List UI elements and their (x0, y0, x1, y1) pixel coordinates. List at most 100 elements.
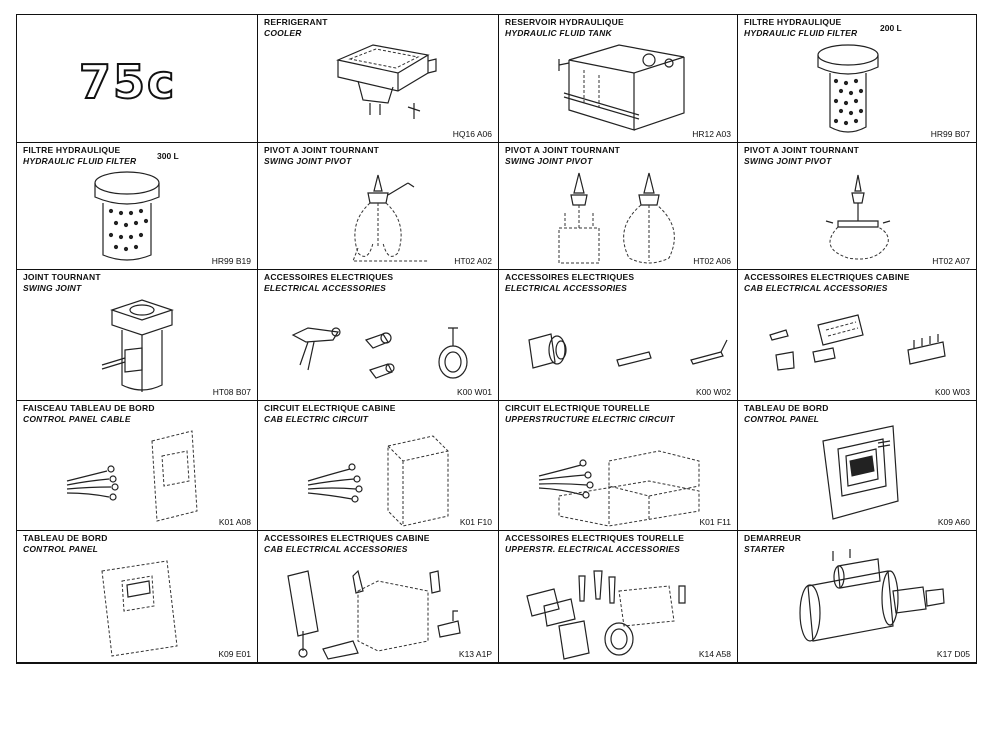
cell-title-en: CONTROL PANEL CABLE (23, 414, 131, 424)
cell-upper-electrical[interactable]: ACCESSOIRES ELECTRIQUES TOURELLE UPPERST… (499, 531, 738, 663)
cell-title-fr: PIVOT A JOINT TOURNANT (505, 145, 621, 155)
part-code: K09 E01 (218, 649, 251, 659)
cell-title-fr: TABLEAU DE BORD (23, 533, 108, 543)
filter-illustration (94, 171, 160, 261)
cell-title-fr: FILTRE HYDRAULIQUE (23, 145, 121, 155)
cell-title-en: CAB ELECTRICAL ACCESSORIES (744, 283, 888, 293)
cell-control-panel-1[interactable]: TABLEAU DE BORD CONTROL PANEL K09 A60 (738, 401, 976, 531)
model-logo: 75c (78, 54, 177, 110)
cell-cab-electrical-2[interactable]: ACCESSOIRES ELECTRIQUES CABINE CAB ELECT… (258, 531, 499, 663)
cell-title-en: CONTROL PANEL (744, 414, 820, 424)
cell-swing-joint[interactable]: JOINT TOURNANT SWING JOINT HT08 B07 (17, 270, 258, 401)
cell-filter-200[interactable]: FILTRE HYDRAULIQUE HYDRAULIC FLUID FILTE… (738, 15, 976, 143)
cab-circuit-illustration (307, 435, 449, 527)
filter-capacity: 300 L (157, 151, 179, 161)
part-code: HT02 A07 (932, 256, 970, 266)
cell-title-en: SWING JOINT PIVOT (264, 156, 352, 166)
part-code: K00 W01 (457, 387, 492, 397)
part-code: K01 F10 (459, 517, 492, 527)
cell-electrical-2[interactable]: ACCESSOIRES ELECTRIQUES ELECTRICAL ACCES… (499, 270, 738, 401)
filter-capacity: 200 L (880, 23, 902, 33)
part-code: K17 D05 (936, 649, 970, 659)
cell-title-en: CAB ELECTRICAL ACCESSORIES (264, 544, 408, 554)
cell-pivot-3[interactable]: PIVOT A JOINT TOURNANT SWING JOINT PIVOT… (738, 143, 976, 270)
part-code: K00 W03 (935, 387, 970, 397)
upper-circuit-illustration (538, 450, 700, 527)
starter-illustration (799, 549, 945, 642)
cell-title-fr: ACCESSOIRES ELECTRIQUES (264, 272, 394, 282)
part-code: K01 F11 (699, 517, 731, 527)
cell-title-fr: ACCESSOIRES ELECTRIQUES CABINE (744, 272, 910, 282)
electrical-accessories-illustration (528, 333, 728, 369)
cell-title-fr: REFRIGERANT (264, 17, 328, 27)
part-code: HT02 A06 (693, 256, 731, 266)
part-code: HR12 A03 (692, 129, 731, 139)
cell-pivot-2[interactable]: PIVOT A JOINT TOURNANT SWING JOINT PIVOT… (499, 143, 738, 270)
part-code: K09 A60 (937, 517, 970, 527)
cell-tank[interactable]: RESERVOIR HYDRAULIQUE HYDRAULIC FLUID TA… (499, 15, 738, 143)
cell-title-fr: FILTRE HYDRAULIQUE (744, 17, 842, 27)
cell-title-fr: ACCESSOIRES ELECTRIQUES (505, 272, 635, 282)
cell-title-fr: CIRCUIT ELECTRIQUE TOURELLE (505, 403, 651, 413)
cell-title-en: CAB ELECTRIC CIRCUIT (264, 414, 369, 424)
cell-logo: 75c (17, 15, 258, 143)
cell-control-panel-cable[interactable]: FAISCEAU TABLEAU DE BORD CONTROL PANEL C… (17, 401, 258, 531)
cell-upper-circuit[interactable]: CIRCUIT ELECTRIQUE TOURELLE UPPERSTRUCTU… (499, 401, 738, 531)
cell-cab-circuit[interactable]: CIRCUIT ELECTRIQUE CABINE CAB ELECTRIC C… (258, 401, 499, 531)
cab-electrical-illustration (769, 314, 946, 371)
cell-title-en: UPPERSTR. ELECTRICAL ACCESSORIES (505, 544, 681, 554)
cell-cab-electrical-1[interactable]: ACCESSOIRES ELECTRIQUES CABINE CAB ELECT… (738, 270, 976, 401)
pivot-illustration (825, 174, 891, 260)
part-code: K01 A08 (218, 517, 251, 527)
part-code: HT08 B07 (212, 387, 251, 397)
cell-title-fr: PIVOT A JOINT TOURNANT (744, 145, 860, 155)
cell-title-en: ELECTRICAL ACCESSORIES (264, 283, 386, 293)
cell-title-en: ELECTRICAL ACCESSORIES (505, 283, 627, 293)
cell-title-fr: ACCESSOIRES ELECTRIQUES CABINE (264, 533, 430, 543)
cab-electrical-illustration (287, 569, 461, 660)
parts-index-grid: 75c REFRIGERANT COOLER HQ16 A06 RESERVOI… (16, 14, 977, 664)
cell-title-fr: RESERVOIR HYDRAULIQUE (505, 17, 624, 27)
cell-title-en: COOLER (264, 28, 302, 38)
cell-title-fr: FAISCEAU TABLEAU DE BORD (23, 403, 155, 413)
filter-illustration (817, 44, 879, 133)
part-code: HR99 B19 (211, 256, 251, 266)
pivot-illustration (352, 174, 428, 262)
cell-title-fr: DEMARREUR (744, 533, 802, 543)
upper-electrical-illustration (526, 570, 686, 660)
cell-title-en: HYDRAULIC FLUID TANK (505, 28, 612, 38)
cell-title-en: UPPERSTRUCTURE ELECTRIC CIRCUIT (505, 414, 675, 424)
control-panel-illustration (822, 425, 899, 520)
control-panel-illustration (101, 560, 178, 657)
cell-title-fr: TABLEAU DE BORD (744, 403, 829, 413)
cell-title-en: CONTROL PANEL (23, 544, 99, 554)
part-code: HQ16 A06 (452, 129, 492, 139)
control-panel-cable-illustration (66, 430, 198, 522)
part-code: K13 A1P (458, 649, 492, 659)
cell-title-fr: ACCESSOIRES ELECTRIQUES TOURELLE (505, 533, 685, 543)
cell-title-en: HYDRAULIC FLUID FILTER (744, 28, 858, 38)
cell-title-fr: CIRCUIT ELECTRIQUE CABINE (264, 403, 396, 413)
cell-electrical-1[interactable]: ACCESSOIRES ELECTRIQUES ELECTRICAL ACCES… (258, 270, 499, 401)
electrical-accessories-illustration (291, 327, 468, 379)
cell-cooler[interactable]: REFRIGERANT COOLER HQ16 A06 (258, 15, 499, 143)
part-code: HT02 A02 (454, 256, 492, 266)
part-code: HR99 B07 (930, 129, 970, 139)
cell-title-en: SWING JOINT (23, 283, 82, 293)
tank-illustration (558, 44, 685, 131)
cell-title-en: SWING JOINT PIVOT (744, 156, 832, 166)
cell-title-en: HYDRAULIC FLUID FILTER (23, 156, 137, 166)
cell-title-fr: PIVOT A JOINT TOURNANT (264, 145, 380, 155)
cell-control-panel-2[interactable]: TABLEAU DE BORD CONTROL PANEL K09 E01 (17, 531, 258, 663)
part-code: K14 A58 (698, 649, 731, 659)
cell-filter-300[interactable]: FILTRE HYDRAULIQUE HYDRAULIC FLUID FILTE… (17, 143, 258, 270)
cell-starter[interactable]: DEMARREUR STARTER K17 D05 (738, 531, 976, 663)
cell-pivot-1[interactable]: PIVOT A JOINT TOURNANT SWING JOINT PIVOT… (258, 143, 499, 270)
pivot-illustration (558, 172, 675, 264)
cooler-illustration (336, 44, 437, 119)
part-code: K00 W02 (696, 387, 731, 397)
cell-title-en: SWING JOINT PIVOT (505, 156, 593, 166)
cell-title-en: STARTER (744, 544, 785, 554)
cell-title-fr: JOINT TOURNANT (23, 272, 101, 282)
swing-joint-illustration (101, 299, 174, 392)
